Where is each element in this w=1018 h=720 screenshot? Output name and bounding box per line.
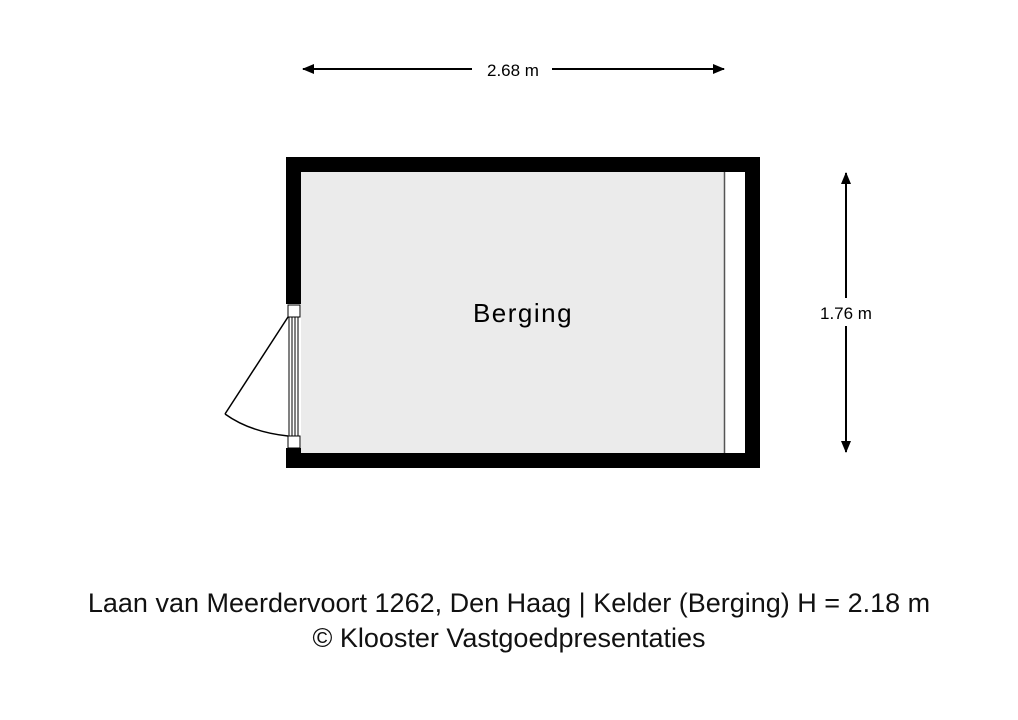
shelf-strip <box>724 172 745 453</box>
door-leaf <box>224 316 289 415</box>
room-floor <box>301 172 745 453</box>
depth-label: 1.76 m <box>820 304 872 323</box>
depth-dimension: 1.76 m <box>820 172 872 453</box>
width-label: 2.68 m <box>487 61 539 80</box>
door-swing-arc <box>224 413 289 437</box>
caption-address: Laan van Meerdervoort 1262, Den Haag | K… <box>87 588 931 618</box>
width-dimension: 2.68 m <box>302 61 725 80</box>
caption-copyright: © Klooster Vastgoedpresentaties <box>312 623 706 653</box>
room-label: Berging <box>473 298 573 328</box>
door <box>224 304 301 449</box>
